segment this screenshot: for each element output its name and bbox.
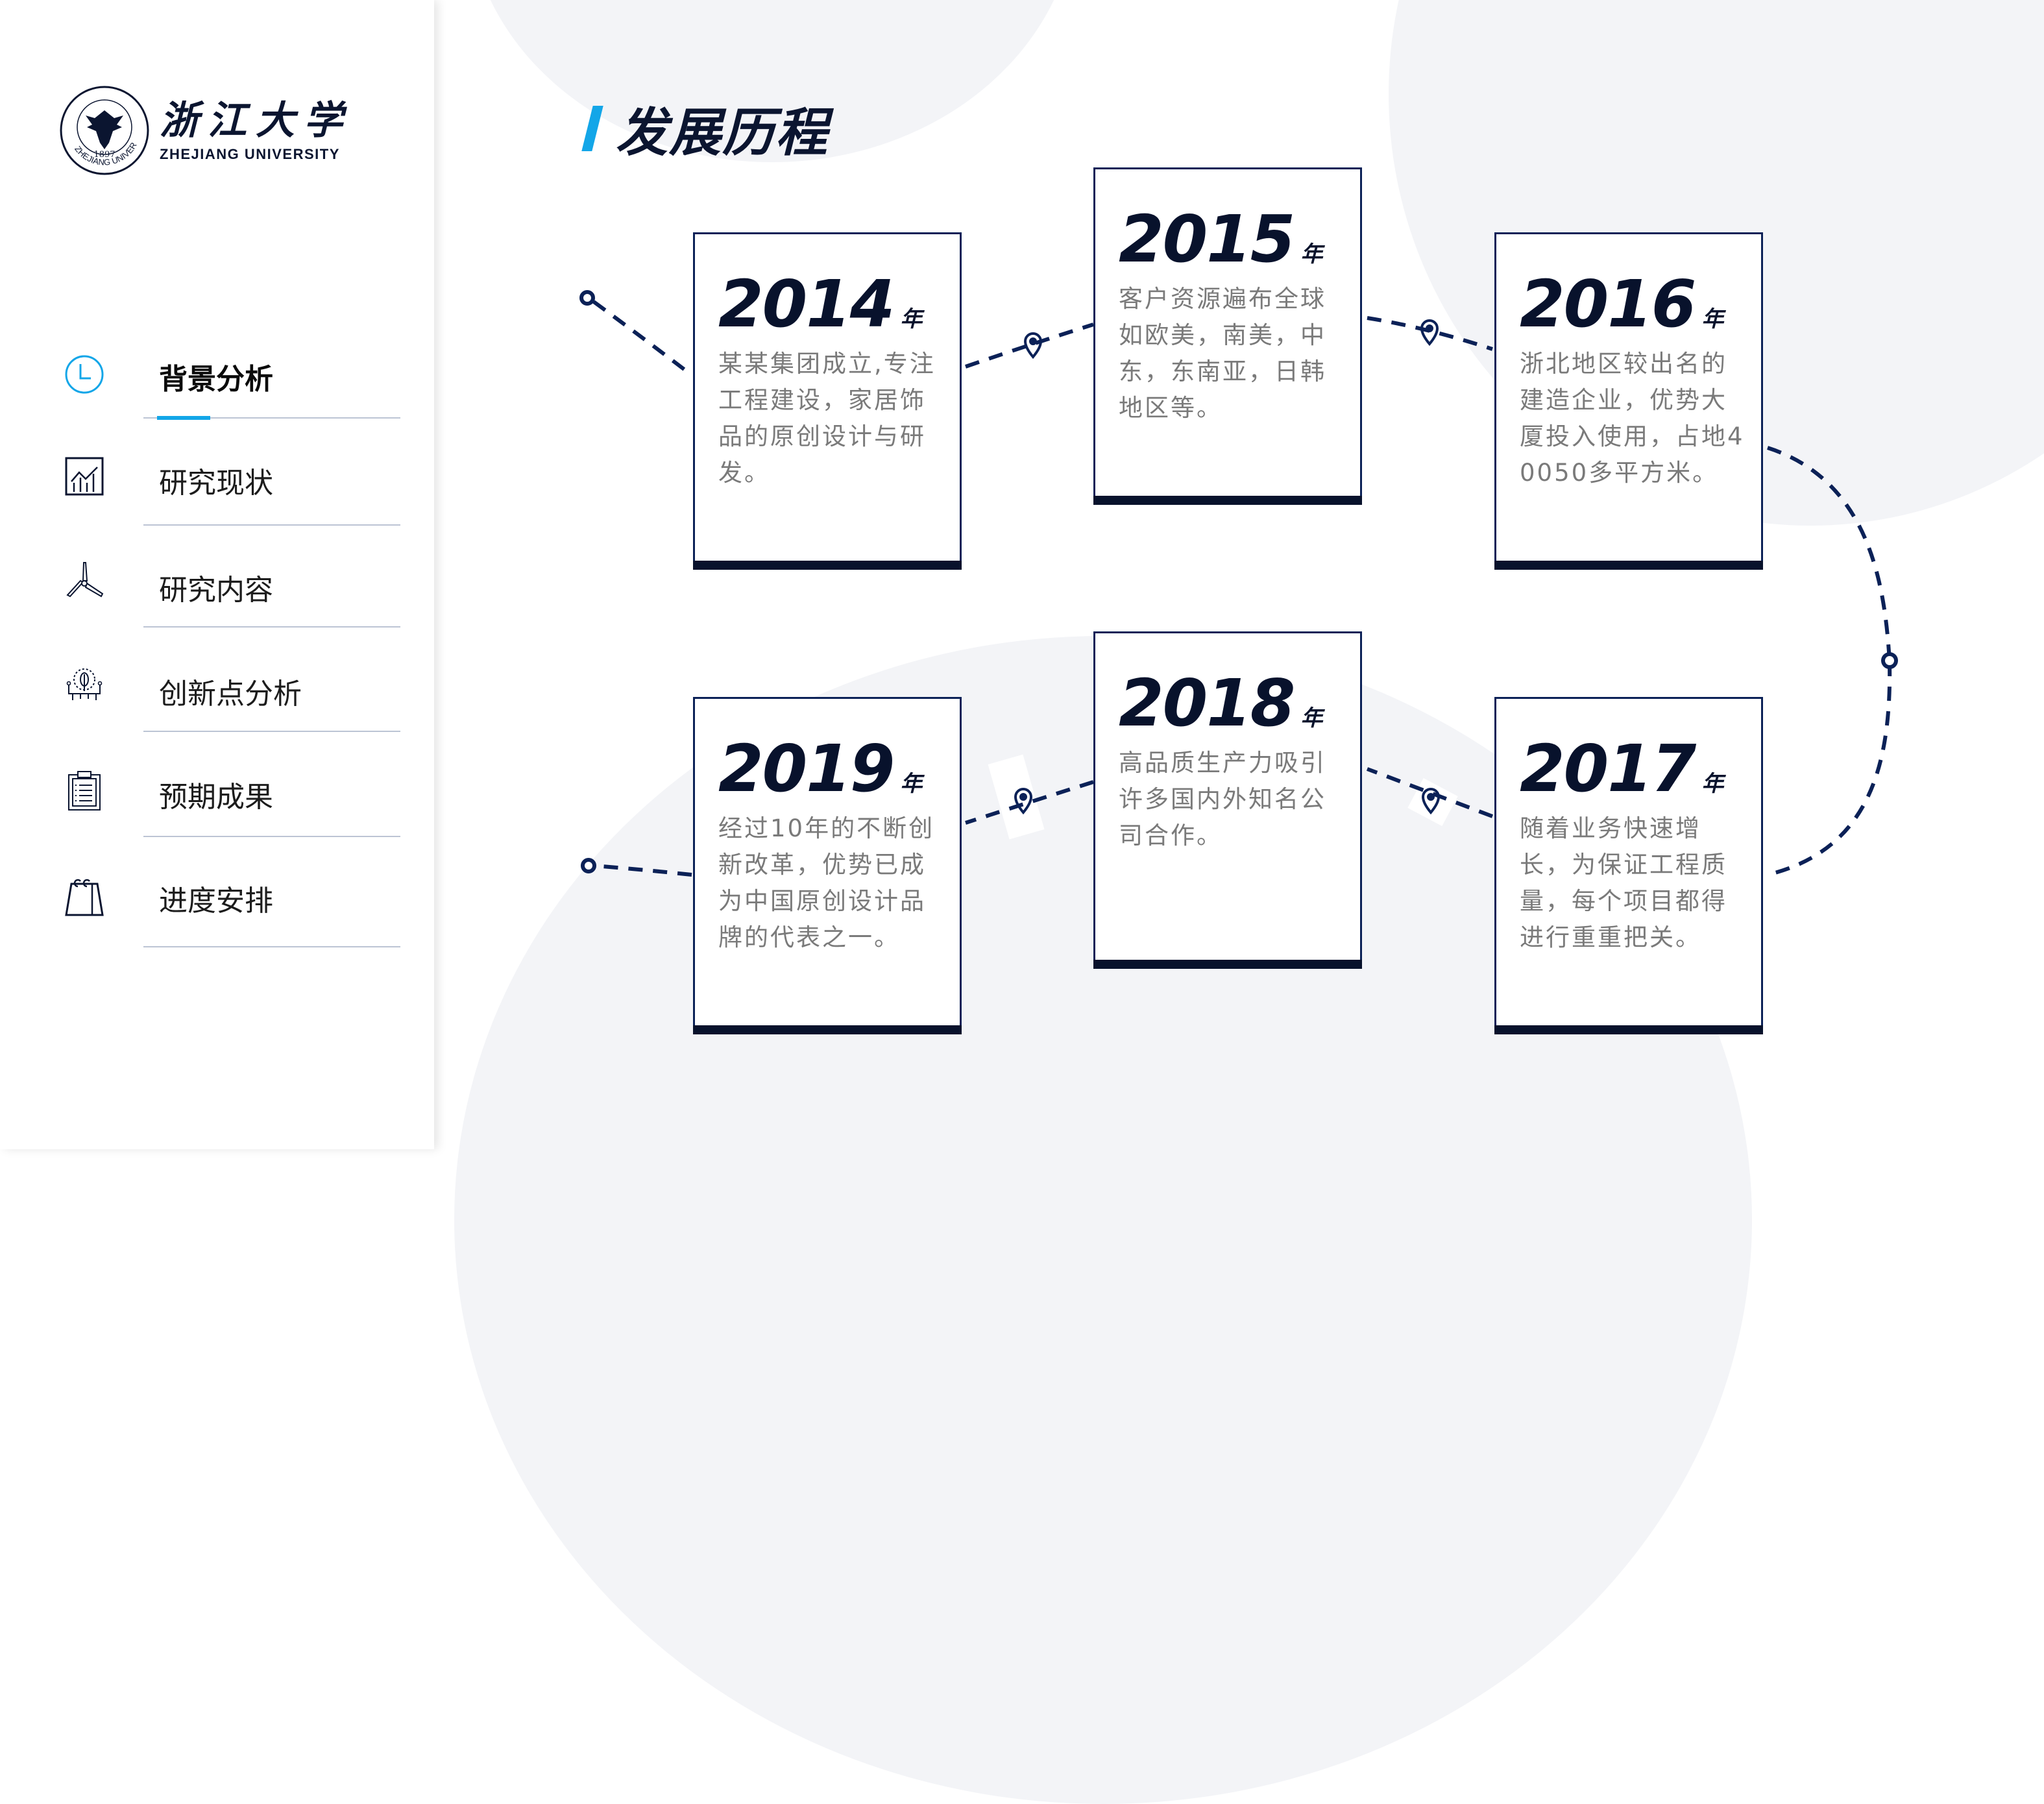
sidebar-item-label: 背景分析 bbox=[159, 363, 273, 396]
sidebar-item-label: 预期成果 bbox=[159, 781, 273, 814]
sidebar-item-schedule[interactable]: 进度安排 bbox=[0, 850, 434, 954]
sidebar-item-label: 创新点分析 bbox=[159, 677, 302, 711]
card-bottom-bar bbox=[1093, 496, 1362, 505]
card-year-unit: 年 bbox=[1300, 241, 1323, 267]
page-title-text: 发展历程 bbox=[616, 103, 829, 163]
sidebar-item-label: 研究现状 bbox=[159, 467, 273, 500]
divider bbox=[143, 524, 400, 526]
active-indicator bbox=[157, 416, 210, 420]
university-logo: 1897 ZHEJIANG UNIVERSITY 浙江大学 ZHEJIANG U… bbox=[58, 84, 352, 177]
card-year-unit: 年 bbox=[1701, 771, 1724, 797]
card-year-unit: 年 bbox=[900, 771, 923, 797]
card-year: 2015 bbox=[1119, 201, 1295, 277]
location-pin-icon bbox=[1014, 319, 1441, 815]
card-bottom-bar bbox=[693, 1025, 962, 1034]
card-year-unit: 年 bbox=[900, 306, 923, 332]
card-description: 某某集团成立,专注工程建设，家居饰品的原创设计与研发。 bbox=[718, 350, 936, 487]
card-description: 浙北地区较出名的建造企业，优势大厦投入使用，占地40050多平方米。 bbox=[1520, 350, 1745, 487]
university-seal-icon: 1897 ZHEJIANG UNIVERSITY bbox=[58, 84, 149, 175]
university-name-cn: 浙江大学 bbox=[160, 98, 352, 143]
windmill-icon bbox=[66, 562, 104, 598]
card-year: 2017 bbox=[1520, 731, 1696, 807]
sidebar-item-label: 研究内容 bbox=[159, 574, 273, 607]
sidebar-item-research-status[interactable]: 研究现状 bbox=[0, 428, 434, 532]
card-description: 客户资源遍布全球如欧美，南美，中东，东南亚，日韩地区等。 bbox=[1119, 285, 1326, 422]
sidebar-item-background-analysis[interactable]: 背景分析 bbox=[0, 324, 434, 428]
card-description: 高品质生产力吸引许多国内外知名公司合作。 bbox=[1119, 749, 1326, 849]
card-year-unit: 年 bbox=[1300, 705, 1323, 731]
divider bbox=[143, 731, 400, 732]
sidebar-item-research-content[interactable]: 研究内容 bbox=[0, 535, 434, 639]
card-year-unit: 年 bbox=[1701, 306, 1724, 332]
card-year: 2016 bbox=[1520, 266, 1696, 342]
clipboard-icon bbox=[68, 771, 101, 811]
card-bottom-bar bbox=[693, 561, 962, 570]
card-description: 随着业务快速增长，为保证工程质量，每个项目都得进行重重把关。 bbox=[1520, 814, 1727, 951]
sidebar: 1897 ZHEJIANG UNIVERSITY 浙江大学 ZHEJIANG U… bbox=[0, 0, 434, 1149]
ring-marker-icon bbox=[579, 290, 1898, 873]
divider bbox=[143, 417, 400, 419]
card-bottom-bar bbox=[1494, 1025, 1763, 1034]
page-title: 发展历程 bbox=[581, 91, 829, 166]
card-year: 2018 bbox=[1119, 665, 1295, 741]
card-description: 经过10年的不断创新改革，优势已成为中国原创设计品牌的代表之一。 bbox=[718, 814, 935, 951]
clock-icon bbox=[65, 355, 104, 394]
innovation-chip-icon bbox=[66, 668, 103, 700]
sidebar-item-expected-results[interactable]: 预期成果 bbox=[0, 746, 434, 850]
divider bbox=[143, 836, 400, 837]
university-name-en: ZHEJIANG UNIVERSITY bbox=[160, 146, 340, 162]
card-bottom-bar bbox=[1494, 561, 1763, 570]
sidebar-item-innovation-analysis[interactable]: 创新点分析 bbox=[0, 639, 434, 743]
divider bbox=[143, 626, 400, 628]
card-year: 2019 bbox=[718, 731, 895, 807]
card-bottom-bar bbox=[1093, 960, 1362, 969]
timeline-path bbox=[579, 290, 1898, 877]
divider bbox=[143, 946, 400, 947]
chart-icon bbox=[65, 457, 104, 496]
calendar-icon bbox=[65, 879, 104, 916]
card-year: 2014 bbox=[718, 266, 895, 342]
sidebar-item-label: 进度安排 bbox=[159, 884, 273, 918]
svg-text:1897: 1897 bbox=[93, 150, 115, 160]
